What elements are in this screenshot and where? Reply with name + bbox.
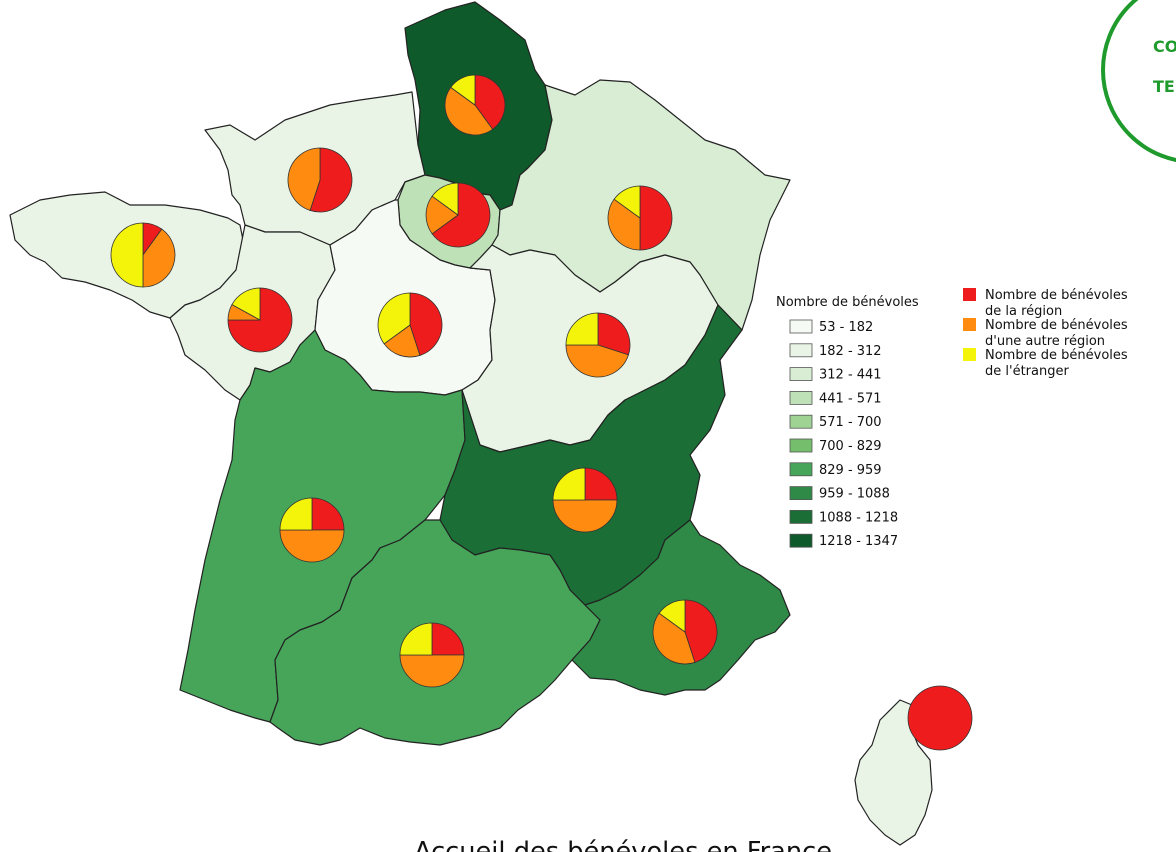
legend-label: 53 - 182 xyxy=(819,320,873,335)
badge-line-1: CO xyxy=(1153,37,1176,56)
pie-slice xyxy=(597,312,631,356)
pie-slice xyxy=(552,467,586,501)
legend-label: 959 - 1088 xyxy=(819,487,890,502)
legend-swatch xyxy=(789,343,813,358)
pie-slice xyxy=(444,86,494,136)
map-title: Accueil des bénévoles en France xyxy=(414,837,832,852)
pie-slice xyxy=(907,685,973,751)
pie-slice xyxy=(552,499,618,533)
pie-chart xyxy=(110,222,176,288)
pie-chart xyxy=(565,312,631,378)
pie-chart xyxy=(279,497,345,563)
pie-legend-label: Nombre de bénévoles xyxy=(985,348,1128,363)
pie-legend-label: de l'étranger xyxy=(985,364,1069,379)
pie-slice xyxy=(658,599,686,633)
pie-slice xyxy=(110,222,144,288)
legend-swatch xyxy=(789,438,813,453)
pie-slice xyxy=(613,185,641,219)
legend-swatch xyxy=(789,319,813,334)
class-legend-items: 53 - 182 182 - 312 312 - 441 441 - 571 571 -… xyxy=(789,319,898,549)
legend-swatch xyxy=(789,533,813,548)
legend-label: 700 - 829 xyxy=(819,439,882,454)
pie-slice xyxy=(584,467,618,501)
legend-label: 1218 - 1347 xyxy=(819,534,898,549)
pie-slice xyxy=(311,497,345,531)
pie-slice xyxy=(684,599,718,663)
pie-slice xyxy=(474,74,506,130)
pie-chart xyxy=(287,147,353,213)
pie-chart xyxy=(377,292,443,358)
pie-slice xyxy=(279,529,345,563)
pie-slice xyxy=(309,147,353,213)
pie-slice xyxy=(431,622,465,656)
legend-label: 182 - 312 xyxy=(819,344,882,359)
pie-legend-label: d'une autre région xyxy=(985,334,1105,349)
legend-label: 312 - 441 xyxy=(819,368,882,383)
pie-slice xyxy=(607,198,641,251)
pie-chart xyxy=(652,599,718,665)
pie-slice xyxy=(377,292,411,345)
pie-legend-label: Nombre de bénévoles xyxy=(985,318,1128,333)
badge-line-2: TE xyxy=(1153,77,1175,96)
pie-chart xyxy=(399,622,465,688)
legend-label: 571 - 700 xyxy=(819,415,882,430)
pie-legend-label: de la région xyxy=(985,304,1062,319)
pie-slice xyxy=(399,654,465,688)
pie-slice xyxy=(287,147,321,211)
pie-legend-swatch xyxy=(963,288,976,301)
pie-slice xyxy=(425,195,459,235)
pie-legend-label: Nombre de bénévoles xyxy=(985,288,1128,303)
pie-slice xyxy=(399,622,433,656)
badge: CO TE xyxy=(1101,0,1176,163)
legend-swatch xyxy=(789,390,813,405)
legend-swatch xyxy=(789,462,813,477)
pie-legend-swatch xyxy=(963,318,976,331)
pie-chart xyxy=(444,74,506,136)
pie-chart xyxy=(227,287,293,353)
pie-slice xyxy=(565,344,629,378)
pie-chart xyxy=(607,185,673,251)
pie-chart xyxy=(552,467,618,533)
pie-slice xyxy=(383,324,421,358)
legend-swatch xyxy=(789,367,813,382)
badge-circle xyxy=(1101,0,1176,163)
pie-slice xyxy=(565,312,599,346)
choropleth-legend: Nombre de bénévoles 53 - 182 182 - 312 312… xyxy=(776,295,919,549)
pie-legend-swatch xyxy=(963,348,976,361)
pie-chart xyxy=(425,182,491,248)
legend-swatch xyxy=(789,486,813,501)
pie-slice xyxy=(231,287,261,321)
choropleth-legend-title: Nombre de bénévoles xyxy=(776,295,919,310)
pie-slice xyxy=(639,185,673,251)
pie-slice xyxy=(409,292,443,356)
pie-chart xyxy=(907,685,973,751)
legend-swatch xyxy=(789,414,813,429)
pie-slice xyxy=(431,182,459,216)
legend-label: 829 - 959 xyxy=(819,463,882,478)
legend-label: 1088 - 1218 xyxy=(819,510,898,525)
pie-slice xyxy=(142,228,176,288)
pie-charts-layer xyxy=(110,74,973,751)
pie-slice xyxy=(450,74,476,106)
legend-swatch xyxy=(789,509,813,524)
pie-slice xyxy=(279,497,313,531)
legend-label: 441 - 571 xyxy=(819,391,882,406)
pie-slice xyxy=(652,612,696,665)
pie-slice xyxy=(431,182,491,248)
pie-slice xyxy=(227,287,293,353)
